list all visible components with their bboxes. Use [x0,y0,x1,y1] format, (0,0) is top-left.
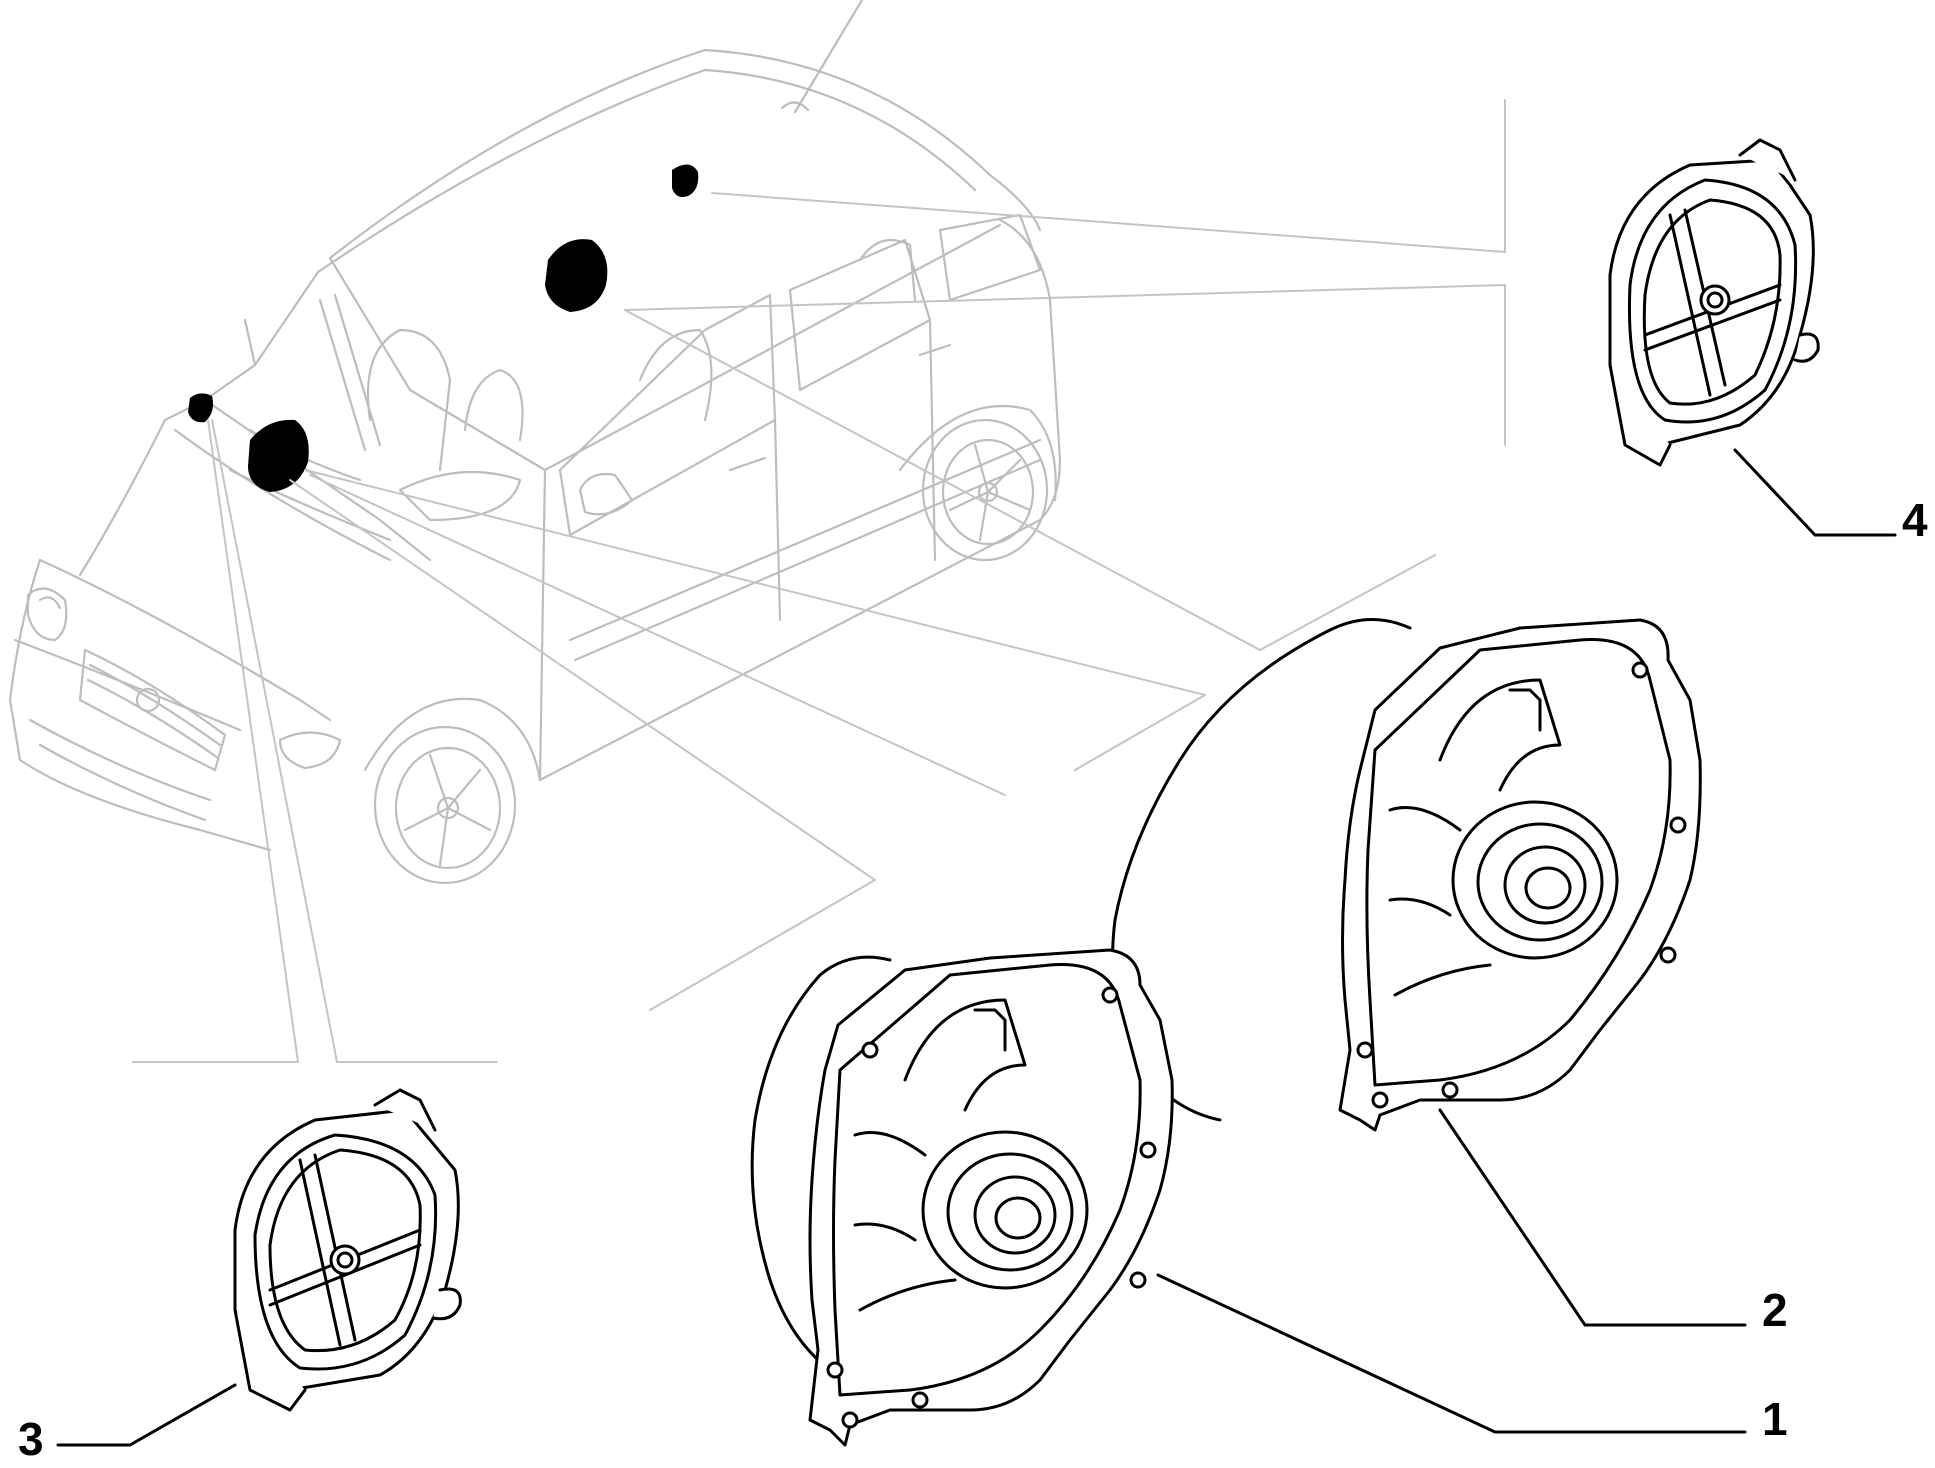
part-1-speaker [750,948,1174,1447]
callout-label-2: 2 [1762,1284,1788,1336]
pointer-lines [132,99,1506,1063]
leader-line-4 [1733,448,1897,537]
location-mark-front-speaker [248,419,309,492]
location-mark-front-tweeter [188,393,214,423]
car-illustration [8,0,1062,885]
speaker-location-marks [188,164,699,492]
callout-label-3: 3 [18,1413,44,1465]
part-4-tweeter [1608,138,1820,467]
location-mark-rear-speaker [545,239,608,312]
part-3-tweeter [233,1088,462,1412]
part-2-speaker [1111,618,1702,1132]
location-mark-rear-tweeter [672,164,699,197]
leader-line-1 [1156,1273,1747,1434]
leader-line-3 [56,1383,237,1447]
callout-label-1: 1 [1762,1393,1788,1445]
callout-label-4: 4 [1902,494,1928,546]
leader-line-2 [1438,1108,1747,1327]
